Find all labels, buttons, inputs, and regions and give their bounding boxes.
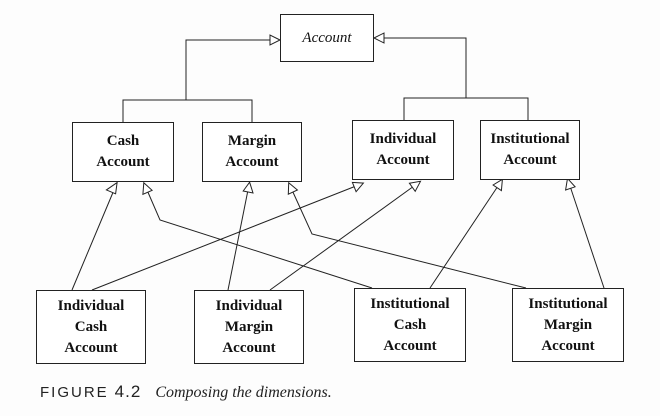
- generalization-line-right-trunk: [384, 37, 467, 98]
- class-name-line: Institutional: [490, 131, 570, 147]
- account-class-box: Account: [280, 14, 374, 62]
- class-name-line: Account: [96, 154, 150, 170]
- generalization-line-institutional-margin-to-institutional: [569, 185, 605, 289]
- generalization-line-left-trunk: [185, 39, 270, 100]
- arrowhead-to-cash-from-individual-cash: [105, 181, 118, 195]
- class-name-line: Account: [225, 154, 279, 170]
- class-name-line: Margin: [227, 133, 277, 149]
- arrowhead-to-individual-from-individual-margin: [408, 180, 422, 193]
- class-name-line: Account: [383, 337, 437, 354]
- individual-margin-account-class-box: Individual Margin Account: [194, 290, 304, 364]
- individual-cash-account-class-box: Individual Cash Account: [36, 290, 146, 364]
- generalization-line-individual-margin-to-individual: [269, 185, 415, 291]
- arrowhead-to-margin-from-individual-margin: [242, 181, 254, 194]
- generalization-line-institutional-margin-to-margin: [291, 189, 527, 289]
- figure-label: FIGURE: [40, 384, 109, 401]
- generalization-line-institutional-cash-to-cash: [146, 189, 373, 289]
- generalization-line-individual-cash-to-cash: [71, 189, 115, 291]
- class-name-line: Account: [503, 152, 557, 168]
- class-name-line: Margin: [543, 316, 593, 333]
- class-name-line: Account: [541, 337, 595, 354]
- class-name-line: Individual: [57, 297, 125, 314]
- margin-account-class-box: Margin Account: [202, 122, 302, 182]
- arrowhead-to-margin-from-institutional-margin: [287, 181, 299, 195]
- class-name-line: Cash: [74, 318, 108, 335]
- institutional-cash-account-class-box: Institutional Cash Account: [354, 288, 466, 362]
- figure-caption: FIGURE 4.2 Composing the dimensions.: [40, 382, 640, 406]
- generalization-line-margin: [186, 99, 253, 122]
- class-name-line: Individual: [215, 297, 283, 314]
- class-name-line: Account: [64, 339, 118, 356]
- account-class-name: Account: [302, 29, 352, 46]
- generalization-line-individual: [403, 97, 466, 120]
- class-name-line: Margin: [224, 318, 274, 335]
- cash-account-class-box: Cash Account: [72, 122, 174, 182]
- figure-caption-text: Composing the dimensions.: [155, 384, 332, 401]
- figure-number: 4.2: [114, 382, 142, 401]
- generalization-line-cash: [122, 99, 186, 122]
- arrowhead-to-institutional-from-institutional-cash: [492, 178, 503, 192]
- arrowhead-left-to-account: [269, 34, 282, 46]
- institutional-account-class-box: Institutional Account: [480, 120, 580, 180]
- arrowhead-right-to-account: [372, 32, 385, 44]
- generalization-line-institutional-cash-to-institutional: [429, 185, 499, 289]
- generalization-line-institutional: [466, 97, 529, 120]
- arrowhead-to-cash-from-institutional-cash: [142, 181, 154, 196]
- class-name-line: Institutional: [370, 295, 450, 312]
- class-name-line: Account: [376, 152, 430, 168]
- generalization-line-individual-margin-to-margin: [227, 189, 249, 291]
- class-name-line: Cash: [393, 316, 427, 333]
- institutional-margin-account-class-box: Institutional Margin Account: [512, 288, 624, 362]
- class-name-line: Institutional: [528, 295, 608, 312]
- generalization-line-individual-cash-to-individual: [91, 185, 357, 291]
- class-name-line: Account: [222, 339, 276, 356]
- class-name-line: Individual: [369, 131, 437, 147]
- individual-account-class-box: Individual Account: [352, 120, 454, 180]
- class-name-line: Cash: [106, 133, 140, 149]
- arrowhead-to-institutional-from-institutional-margin: [564, 177, 576, 191]
- arrowhead-to-individual-from-individual-cash: [351, 181, 365, 193]
